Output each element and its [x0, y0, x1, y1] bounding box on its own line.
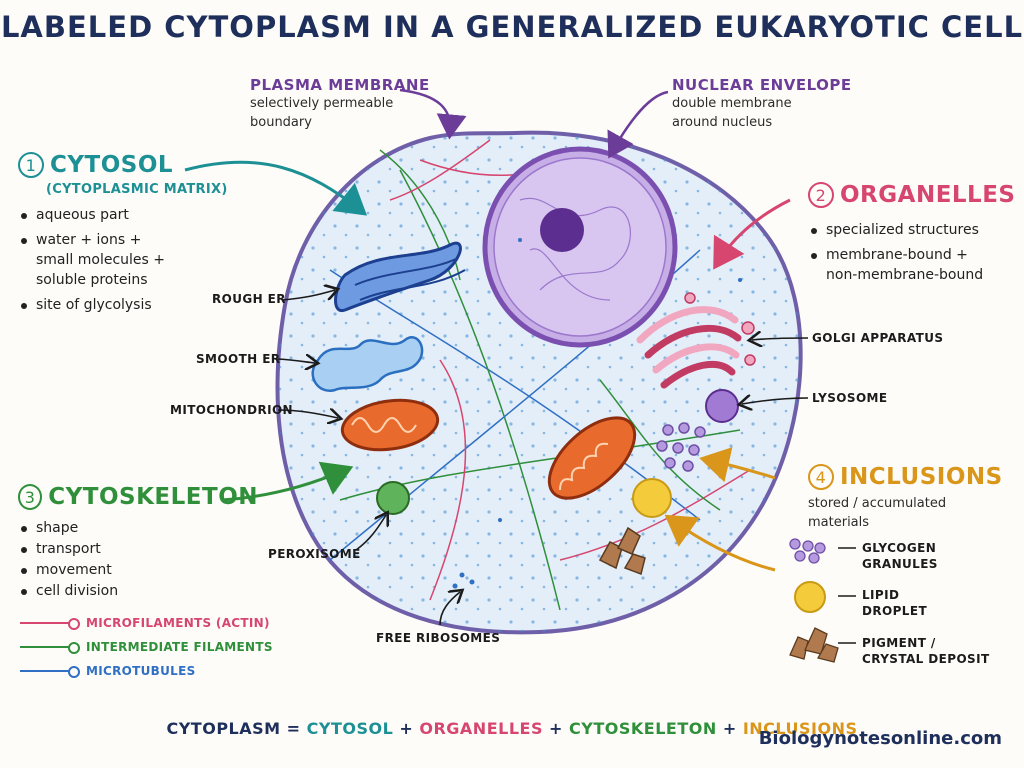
cytosol-bullet: site of glycolysis: [18, 295, 258, 315]
crystal-deposit: [598, 526, 646, 575]
legend-intermediate-label: INTERMEDIATE FILAMENTS: [86, 640, 273, 654]
cytoskeleton-arrow: [221, 461, 354, 502]
inclusions-desc: stored / accumulated: [808, 496, 947, 511]
lipid-droplet: [632, 478, 672, 518]
cytoskeleton-bullet: cell division: [18, 581, 258, 601]
plasma-membrane-label: PLASMA MEMBRANE selectively permeable bo…: [250, 76, 430, 132]
page-title: LABELED CYTOPLASM IN A GENERALIZED EUKAR…: [0, 10, 1024, 44]
glycogen-icon: [789, 538, 826, 564]
cytoskeleton-bullet: shape: [18, 518, 258, 538]
nuclear-envelope-desc-2: around nucleus: [672, 115, 773, 130]
smooth-er-label: SMOOTH ER: [196, 352, 281, 366]
free-ribosomes: [452, 238, 742, 589]
equation-equals: =: [286, 719, 301, 738]
inclusions-arrow-top: [699, 447, 776, 483]
nuclear-envelope-desc: double membrane: [672, 96, 792, 111]
plasma-membrane-arrow: [399, 88, 467, 140]
equation-inclusions: INCLUSIONS: [742, 719, 858, 738]
legend-microfilaments: MICROFILAMENTS (ACTIN): [20, 611, 273, 635]
plasma-membrane-desc: selectively permeable: [250, 96, 394, 111]
golgi-apparatus: [636, 306, 742, 389]
cytoskeleton-bullet: transport: [18, 539, 258, 559]
mitochondrion-left: [340, 398, 440, 452]
lysosome-label: LYSOSOME: [812, 391, 888, 405]
lipid-droplet-icon: [794, 581, 826, 613]
peroxisome-label: PEROXISOME: [268, 547, 361, 561]
mitochondrion-label: MITOCHONDRION: [170, 403, 293, 417]
rough-er: [334, 241, 466, 312]
cytosol-arrow: [184, 160, 368, 216]
cytoskeleton-number: 3: [18, 484, 43, 510]
cytoskeleton-legend: MICROFILAMENTS (ACTIN) INTERMEDIATE FILA…: [20, 611, 273, 683]
equation-plus: +: [399, 719, 414, 738]
legend-line-icon: [20, 642, 80, 654]
legend-microfilaments-label: MICROFILAMENTS (ACTIN): [86, 616, 270, 630]
site-credit: Biologynotesonline.com: [758, 728, 1002, 749]
equation-cytoplasm: CYTOPLASM: [166, 719, 281, 738]
inclusions-number: 4: [808, 464, 834, 490]
legend-microtubules: MICROTUBULES: [20, 659, 273, 683]
rough-er-label: ROUGH ER: [212, 292, 286, 306]
pigment-label: PIGMENT / CRYSTAL DEPOSIT: [862, 636, 990, 666]
organelles-number: 2: [808, 182, 834, 208]
nuclear-envelope-arrow: [607, 90, 669, 159]
peroxisome: [376, 481, 410, 515]
legend-line-icon: [20, 618, 80, 630]
organelles-arrow: [713, 198, 791, 270]
nucleus: [482, 146, 678, 348]
cytosol-number: 1: [18, 152, 44, 178]
pigment-icon: [789, 627, 839, 663]
inclusions-desc-2: materials: [808, 515, 870, 530]
equation-cytosol: CYTOSOL: [306, 719, 394, 738]
equation-cytoskeleton: CYTOSKELETON: [569, 719, 717, 738]
organelles-bullet: membrane-bound + non-membrane-bound: [808, 245, 1018, 285]
lipid-droplet-label: LIPID DROPLET: [862, 588, 928, 618]
smooth-er: [311, 336, 424, 393]
free-ribosomes-label: FREE RIBOSOMES: [376, 631, 501, 645]
mitochondrion-right: [547, 416, 637, 500]
inclusions-arrow-bottom: [664, 514, 776, 572]
organelles-title: ORGANELLES: [840, 182, 1016, 208]
cytoskeleton-bullet: movement: [18, 560, 258, 580]
equation-plus: +: [549, 719, 563, 738]
leader-lines: [277, 290, 809, 626]
plasma-membrane-title: PLASMA MEMBRANE: [250, 76, 430, 94]
cytosol-bullets: aqueous part water + ions + small molecu…: [18, 205, 258, 315]
cytosol-bullet: aqueous part: [18, 205, 258, 225]
equation-plus: +: [722, 719, 737, 738]
nuclear-envelope-title: NUCLEAR ENVELOPE: [672, 76, 852, 94]
cytoskeleton-bullets: shape transport movement cell division: [18, 518, 258, 601]
cytosol-subtitle: (CYTOPLASMIC MATRIX): [46, 182, 228, 197]
plasma-membrane-desc-2: boundary: [250, 115, 312, 130]
legend-microtubules-label: MICROTUBULES: [86, 664, 196, 678]
lysosome: [705, 389, 739, 423]
organelles-bullets: specialized structures membrane-bound + …: [808, 220, 1018, 285]
glycogen-label: GLYCOGEN GRANULES: [862, 541, 938, 571]
glycogen-granules: [656, 422, 706, 472]
inclusions-title: INCLUSIONS: [840, 464, 1003, 490]
inclusion-dashes: [838, 547, 856, 644]
cytoskeleton-title: CYTOSKELETON: [48, 484, 258, 510]
organelles-bullet: specialized structures: [808, 220, 1018, 240]
nuclear-envelope-label: NUCLEAR ENVELOPE double membrane around …: [672, 76, 852, 132]
golgi-label: GOLGI APPARATUS: [812, 331, 944, 345]
legend-line-icon: [20, 666, 80, 678]
cytosol-bullet: water + ions + small molecules + soluble…: [18, 230, 258, 290]
equation-organelles: ORGANELLES: [419, 719, 543, 738]
cytoplasm-equation: CYTOPLASM = CYTOSOL + ORGANELLES + CYTOS…: [0, 719, 1024, 738]
cytosol-title: CYTOSOL: [50, 152, 174, 178]
legend-intermediate: INTERMEDIATE FILAMENTS: [20, 635, 273, 659]
